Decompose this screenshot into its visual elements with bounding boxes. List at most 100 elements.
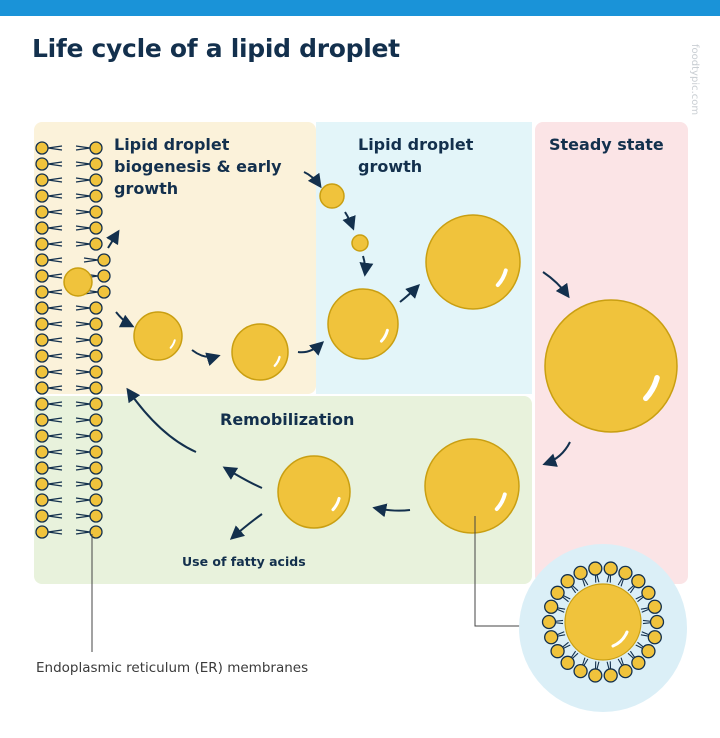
- arrow-to-fatty-acids: [229, 513, 263, 540]
- lipid-head: [89, 525, 103, 539]
- lipid-head: [35, 429, 49, 443]
- lipid-head: [89, 429, 103, 443]
- lipid-head: [603, 668, 618, 683]
- arrow-er-to-d1: [115, 311, 135, 328]
- lipid-head: [35, 525, 49, 539]
- lipid-head: [573, 565, 588, 581]
- lipid-head: [89, 445, 103, 459]
- lipid-head: [35, 253, 49, 267]
- arrow-to-er-curve: [126, 387, 197, 453]
- lipid-head: [550, 585, 565, 600]
- lipid-head: [641, 644, 656, 659]
- lipid-head: [35, 461, 49, 475]
- lipid-head: [89, 221, 103, 235]
- lipid-head: [35, 509, 49, 523]
- lipid-head: [588, 668, 603, 683]
- budding-droplet: [63, 267, 93, 297]
- lipid-head: [35, 205, 49, 219]
- lipid-head: [35, 173, 49, 187]
- lipid-head: [618, 663, 633, 679]
- lipid-head: [35, 285, 49, 299]
- arrow-steady-to-remob: [542, 441, 571, 467]
- lipid-head: [560, 655, 575, 670]
- lipid-head: [560, 574, 575, 589]
- lipid-droplet: [424, 438, 520, 534]
- lipid-head: [89, 381, 103, 395]
- lipid-head: [541, 614, 557, 630]
- lipid-head: [89, 477, 103, 491]
- label-biogenesis: Lipid droplet biogenesis & early growth: [114, 135, 282, 198]
- lipid-head: [89, 189, 103, 203]
- er-membrane: [35, 141, 111, 539]
- lipid-head: [97, 269, 111, 283]
- arrow-d1-to-d2: [191, 349, 221, 366]
- lipid-head: [647, 630, 662, 645]
- lipid-droplet: [277, 455, 351, 529]
- lipid-head: [97, 285, 111, 299]
- top-accent-bar: [0, 0, 720, 16]
- lipid-head: [647, 599, 662, 614]
- lipid-head: [35, 381, 49, 395]
- label-growth: Lipid droplet growth: [358, 135, 474, 176]
- arrow-remob2-to-er: [222, 466, 263, 489]
- lipid-head: [89, 397, 103, 411]
- lipid-head: [89, 317, 103, 331]
- lipid-head: [35, 365, 49, 379]
- lipid-head: [641, 585, 656, 600]
- lipid-head: [35, 189, 49, 203]
- lipid-head: [35, 349, 49, 363]
- lipid-head: [35, 301, 49, 315]
- label-steady-state: Steady state: [549, 135, 664, 154]
- lipid-head: [89, 349, 103, 363]
- lipid-head: [35, 445, 49, 459]
- arrow-remob1-to-remob2: [372, 503, 411, 518]
- lipid-head: [89, 333, 103, 347]
- arrow-d3-to-d4: [399, 284, 420, 303]
- lipid-head: [35, 141, 49, 155]
- label-er-membranes: Endoplasmic reticulum (ER) membranes: [36, 660, 309, 676]
- lipid-head: [631, 655, 646, 670]
- lipid-head: [89, 461, 103, 475]
- lipid-head: [89, 157, 103, 171]
- lipid-head: [588, 561, 603, 576]
- lipid-head: [89, 301, 103, 315]
- lipid-head: [89, 173, 103, 187]
- lipid-droplet: [425, 214, 521, 310]
- arrow-er-up: [106, 229, 120, 249]
- lipid-head: [97, 253, 111, 267]
- zoom-lipid-droplet: [541, 561, 665, 683]
- arrow-small2-to-d3: [359, 255, 374, 277]
- lipid-droplet: [133, 311, 183, 361]
- lipid-head: [35, 157, 49, 171]
- lipid-droplet: [231, 323, 289, 381]
- arrow-d2-to-d3: [297, 341, 325, 356]
- lipid-head: [35, 477, 49, 491]
- lipid-head: [35, 269, 49, 283]
- lipid-head: [544, 599, 559, 614]
- lipid-head: [35, 333, 49, 347]
- label-use-of-fatty-acids: Use of fatty acids: [182, 554, 306, 569]
- lipid-head: [89, 237, 103, 251]
- lipid-head: [35, 317, 49, 331]
- arrow-biogenesis-to-small: [303, 171, 322, 189]
- lipid-head: [89, 509, 103, 523]
- lipid-head: [631, 574, 646, 589]
- lipid-head: [89, 205, 103, 219]
- lipid-head: [89, 493, 103, 507]
- lipid-head: [89, 365, 103, 379]
- arrow-d4-to-steady: [542, 271, 570, 299]
- label-remobilization: Remobilization: [220, 410, 355, 429]
- lipid-droplet: [327, 288, 399, 360]
- lipid-head: [89, 413, 103, 427]
- page-title: Life cycle of a lipid droplet: [32, 34, 400, 63]
- arrow-small1-to-small2: [342, 211, 356, 231]
- panel-biogenesis: [34, 122, 316, 394]
- lipid-head: [35, 413, 49, 427]
- lipid-head: [35, 237, 49, 251]
- lipid-head: [618, 565, 633, 581]
- lipid-head: [603, 561, 618, 576]
- lipid-head: [573, 663, 588, 679]
- lipid-droplet: [319, 183, 345, 209]
- lipid-head: [35, 397, 49, 411]
